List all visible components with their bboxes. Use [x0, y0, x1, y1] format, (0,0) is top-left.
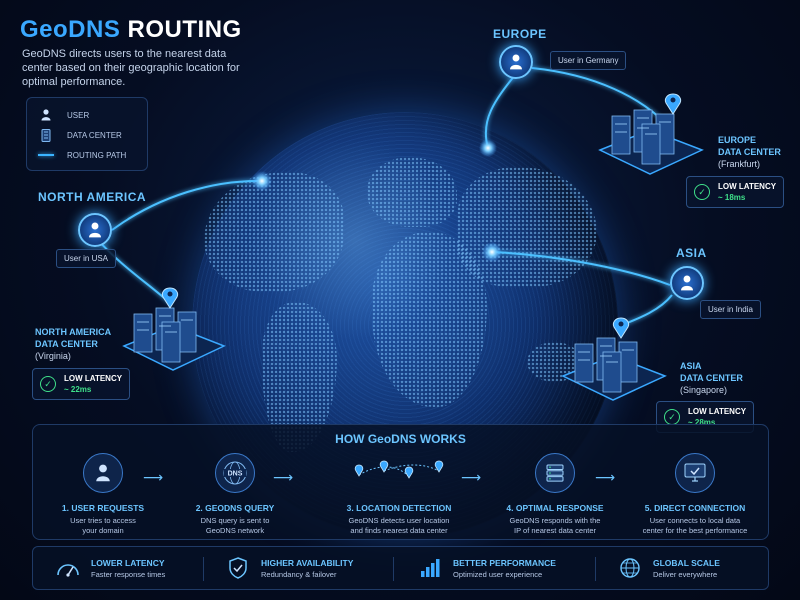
step-name: 4. OPTIMAL RESPONSE — [506, 503, 604, 513]
divider — [203, 557, 204, 581]
latency-value-europe: ~ 18ms — [718, 193, 746, 202]
step-name: 5. DIRECT CONNECTION — [644, 503, 746, 513]
dc-title-europe: EUROPE DATA CENTER — [718, 135, 781, 157]
node-europe — [479, 139, 497, 157]
legend-label-data-center: DATA CENTER — [67, 130, 122, 140]
route-asia-globe-to-user — [491, 251, 671, 286]
server-stack-icon — [535, 453, 575, 493]
dc-title-north-america: NORTH AMERICA DATA CENTER — [35, 327, 112, 349]
arrow-right-icon: ⟶ — [595, 469, 616, 485]
latency-title-europe: LOW LATENCY — [718, 182, 777, 191]
node-asia — [482, 242, 502, 262]
step-desc: GeoDNS detects user location and finds n… — [348, 516, 450, 535]
location-pin-icon — [664, 93, 682, 115]
user-icon — [89, 222, 101, 238]
route-na-user-to-globe — [111, 179, 263, 231]
step-name: 3. LOCATION DETECTION — [346, 503, 452, 513]
latency-box-europe: ✓ LOW LATENCY ~ 18ms — [686, 176, 785, 208]
route-europe-to-dc — [531, 67, 661, 119]
route-europe-user-to-globe — [484, 74, 516, 149]
shield-check-icon — [225, 555, 251, 581]
how-it-works-title: HOW GeoDNS WORKS — [335, 432, 466, 446]
legend-item-routing-path: ROUTING PATH — [37, 145, 137, 165]
step-desc: GeoDNS responds with the IP of nearest d… — [509, 516, 601, 535]
benefit-higher-availability: HIGHER AVAILABILITY Redundancy & failove… — [225, 555, 353, 581]
node-north-america — [252, 171, 272, 191]
data-center-north-america — [122, 287, 226, 371]
user-icon — [510, 54, 522, 70]
monitor-check-icon — [675, 453, 715, 493]
step-direct-connection: 5. DIRECT CONNECTION User connects to lo… — [625, 453, 765, 536]
legend-item-data-center: DATA CENTER — [37, 125, 137, 145]
step-desc: User tries to access your domain — [70, 516, 136, 535]
page-title: GeoDNS ROUTING — [20, 16, 242, 44]
how-it-works-panel: HOW GeoDNS WORKS 1. USER REQUESTS User t… — [32, 424, 769, 540]
routing-line-icon — [37, 154, 55, 156]
user-tag-north-america: User in USA — [56, 249, 117, 268]
user-marker-europe — [499, 45, 533, 79]
region-label-asia: ASIA — [676, 246, 707, 260]
benefit-global-scale: GLOBAL SCALE Deliver everywhere — [617, 555, 720, 581]
dc-city-asia: (Singapore) — [680, 385, 728, 395]
arrow-right-icon: ⟶ — [461, 469, 482, 485]
data-center-asia — [561, 317, 667, 401]
region-label-north-america: NORTH AMERICA — [38, 190, 147, 204]
server-icon — [37, 128, 55, 142]
user-marker-asia — [670, 266, 704, 300]
step-name: 1. USER REQUESTS — [61, 503, 145, 513]
speedometer-icon — [55, 555, 81, 581]
continent-north-america — [204, 172, 344, 292]
benefit-better-performance: BETTER PERFORMANCE Optimized user experi… — [417, 555, 556, 581]
step-desc: DNS query is sent to GeoDNS network — [200, 516, 270, 535]
step-name: 2. GEODNS QUERY — [195, 503, 275, 513]
step-geodns-query: DNS 2. GEODNS QUERY DNS query is sent to… — [165, 453, 305, 536]
divider — [393, 557, 394, 581]
user-marker-north-america — [78, 213, 112, 247]
location-pin-icon — [161, 287, 179, 309]
user-icon — [37, 109, 55, 121]
divider — [595, 557, 596, 581]
check-icon: ✓ — [40, 376, 56, 392]
benefit-lower-latency: LOWER LATENCY Faster response times — [55, 555, 165, 581]
legend-label-user: USER — [67, 110, 90, 120]
legend-item-user: USER — [37, 105, 137, 125]
data-center-europe — [598, 93, 704, 175]
region-label-europe: EUROPE — [493, 27, 547, 41]
benefits-bar: LOWER LATENCY Faster response times HIGH… — [32, 546, 769, 590]
location-pin-icon — [612, 317, 630, 339]
dc-title-asia: ASIA DATA CENTER — [680, 361, 743, 383]
continent-europe — [367, 157, 457, 227]
user-icon — [83, 453, 123, 493]
dns-icon-text: DNS — [228, 471, 243, 478]
dc-city-north-america: (Virginia) — [35, 351, 71, 361]
globe-icon — [617, 555, 643, 581]
continent-asia — [457, 167, 597, 287]
latency-value-north-america: ~ 22ms — [64, 385, 92, 394]
dc-city-europe: (Frankfurt) — [718, 159, 761, 169]
step-optimal-response: 4. OPTIMAL RESPONSE GeoDNS responds with… — [485, 453, 625, 536]
step-location-detection: 3. LOCATION DETECTION GeoDNS detects use… — [329, 453, 469, 536]
check-icon: ✓ — [664, 409, 680, 425]
user-tag-europe: User in Germany — [550, 51, 627, 70]
step-desc: User connects to local data center for t… — [642, 516, 748, 535]
page-subtitle: GeoDNS directs users to the nearest data… — [22, 48, 240, 88]
dns-globe-icon: DNS — [215, 453, 255, 493]
latency-value-asia: ~ 28ms — [688, 418, 716, 427]
arrow-right-icon: ⟶ — [143, 469, 164, 485]
latency-title-asia: LOW LATENCY — [688, 407, 747, 416]
user-icon — [681, 275, 693, 291]
latency-box-north-america: ✓ LOW LATENCY ~ 22ms — [32, 368, 131, 400]
user-tag-asia: User in India — [700, 300, 761, 319]
step-user-requests: 1. USER REQUESTS User tries to access yo… — [33, 453, 173, 536]
bar-chart-icon — [417, 555, 443, 581]
location-pins-icon — [344, 453, 454, 493]
legend: USER DATA CENTER ROUTING PATH — [26, 97, 148, 171]
arrow-right-icon: ⟶ — [273, 469, 294, 485]
check-icon: ✓ — [694, 184, 710, 200]
title-routing: ROUTING — [127, 16, 242, 43]
latency-title-north-america: LOW LATENCY — [64, 374, 123, 383]
title-geodns: GeoDNS — [20, 16, 121, 43]
legend-label-routing-path: ROUTING PATH — [67, 150, 127, 160]
